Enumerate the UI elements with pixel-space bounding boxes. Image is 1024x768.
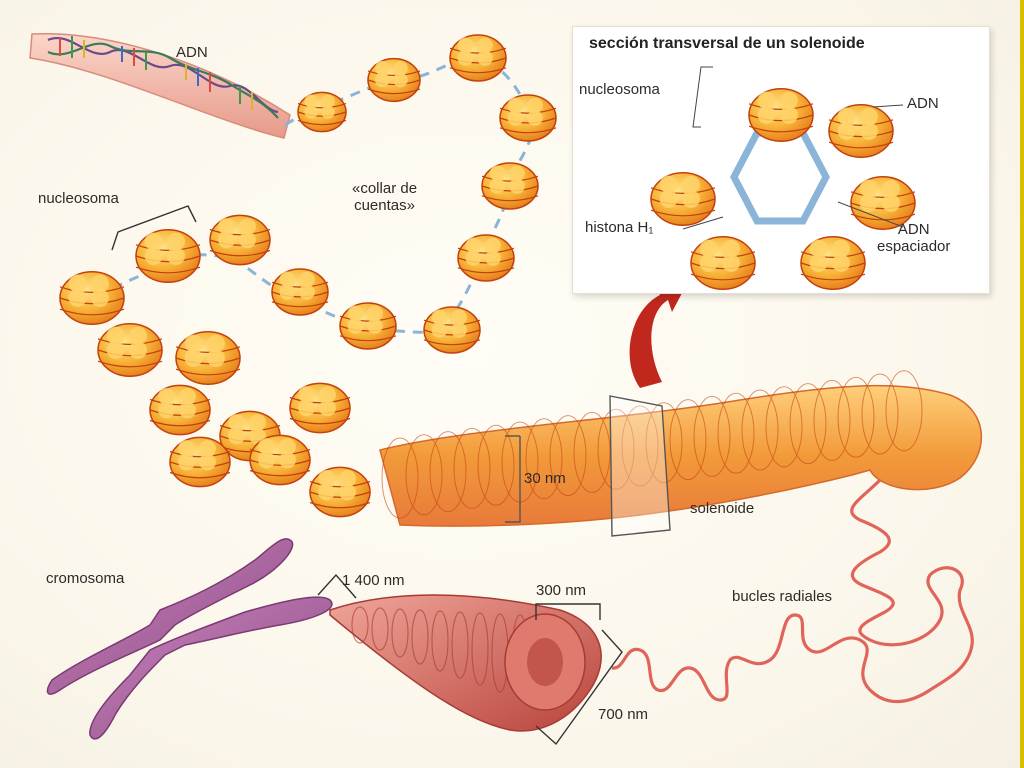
label-solenoide: solenoide: [690, 500, 755, 517]
nucleosome-bead: [367, 57, 421, 103]
cross-section-art: [650, 66, 916, 290]
nucleosome-bead: [449, 34, 507, 82]
inset-label-nucleosoma: nucleosoma: [579, 81, 660, 98]
nucleosome-bead: [271, 268, 329, 316]
nucleosome-bead: [219, 410, 281, 462]
label-collar-de-cuentas: «collar de cuentas»: [352, 180, 418, 215]
solenoid-fiber: [379, 370, 982, 527]
page-edge-bar: [1020, 0, 1024, 768]
nucleosome-bead: [748, 88, 814, 142]
nucleosome-bead: [828, 104, 894, 158]
inset-title: sección transversal de un solenoide: [589, 35, 865, 52]
nucleosome-bead: [309, 466, 371, 518]
label-700nm: 700 nm: [598, 706, 649, 723]
nucleosome-bead: [209, 214, 271, 266]
nucleosome-bead: [850, 176, 916, 230]
label-adn: ADN: [176, 44, 208, 61]
nucleosome-bead: [289, 382, 351, 434]
cross-section-inset: sección transversal de un solenoide nucl…: [572, 26, 990, 294]
nucleosome-bead: [175, 331, 241, 385]
label-bucles-radiales: bucles radiales: [732, 588, 833, 605]
nucleosome-bead: [249, 434, 311, 486]
radial-loops: [611, 478, 974, 704]
inset-label-histona: histona H₁: [585, 219, 654, 236]
nucleosome-bead: [169, 436, 231, 488]
bracket-1400: [317, 573, 357, 599]
chromosome: [46, 538, 333, 740]
red-arrow: [629, 278, 690, 388]
label-30nm: 30 nm: [524, 470, 566, 487]
nucleosome-bead: [457, 234, 515, 282]
nucleosome-bead: [135, 229, 201, 283]
nucleosome-beads: [59, 34, 557, 518]
section-frames: [505, 395, 671, 537]
inset-label-adn: ADN: [907, 95, 939, 112]
nucleosome-bead: [339, 302, 397, 350]
bracket-nucleosoma: [111, 205, 197, 251]
nucleosome-bead: [800, 236, 866, 290]
bracket-700: [535, 629, 623, 746]
nucleosome-bead: [690, 236, 756, 290]
nucleosome-bead: [59, 271, 125, 325]
nucleosome-bead: [149, 384, 211, 436]
nucleosome-bead: [297, 91, 347, 133]
dna-helix: [29, 32, 291, 139]
nucleosome-bead: [499, 94, 557, 142]
nucleosome-bead: [97, 323, 163, 377]
label-cromosoma: cromosoma: [46, 570, 125, 587]
inset-label-adn-espaciador: ADN espaciador: [877, 221, 951, 256]
coiled-fiber: [329, 594, 602, 732]
nucleosome-bead: [650, 172, 716, 226]
label-300nm: 300 nm: [536, 582, 587, 599]
bracket-300: [535, 603, 601, 620]
nucleosome-bead: [481, 162, 539, 210]
nucleosome-bead: [423, 306, 481, 354]
label-nucleosoma: nucleosoma: [38, 190, 119, 207]
label-1400nm: 1 400 nm: [342, 572, 405, 589]
